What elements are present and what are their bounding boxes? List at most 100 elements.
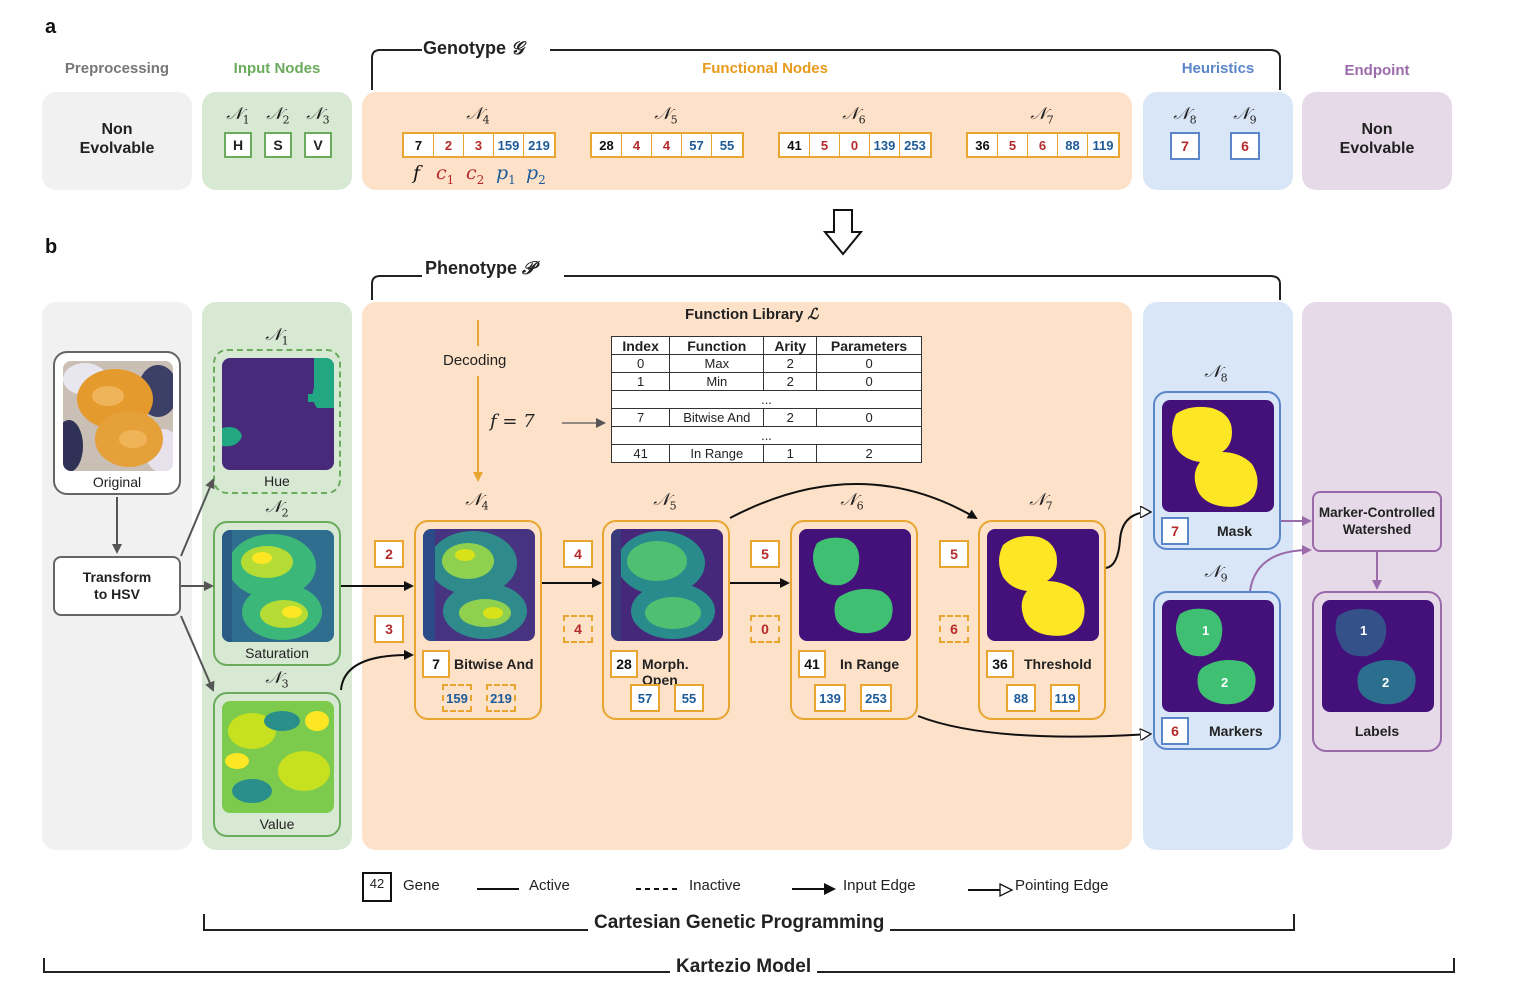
genome-n5: 28 4 4 57 55 [590, 132, 744, 158]
functional-node-label: 𝒩4 [466, 104, 490, 127]
legend-inactive-line [636, 888, 680, 890]
genotype-functional-panel: 𝒩4 7 2 3 159 219 f c1 c2 p1 p2 𝒩5 28 4 4… [362, 92, 1132, 190]
mask-card: 7 Mask [1153, 391, 1281, 550]
original-card: Original [53, 351, 181, 495]
n7-input-2: 6 [939, 615, 969, 643]
gene-legend-c2: c2 [466, 162, 485, 187]
library-cell: 1 [610, 372, 671, 391]
library-row: 41 In Range 1 2 [610, 444, 922, 463]
phenotype-endpoint-panel [1302, 302, 1452, 850]
markers-card: 1 2 6 Markers [1153, 591, 1281, 750]
input-node-label: 𝒩1 [226, 104, 250, 127]
functional-node-label: 𝒩7 [1030, 104, 1054, 127]
heuristic-node-label: 𝒩8 [1173, 104, 1197, 127]
n6-function-gene: 41 [798, 650, 826, 678]
library-header: Parameters [816, 336, 922, 355]
library-cell: Bitwise And [669, 408, 765, 427]
channel-node-label: 𝒩3 [265, 668, 289, 691]
gene-connection: 4 [622, 134, 652, 156]
gene-parameter: 119 [1092, 137, 1114, 153]
mask-label: Mask [1217, 523, 1253, 539]
n7-param-2: 119 [1050, 684, 1080, 712]
library-cell: In Range [669, 444, 765, 463]
n4-image [423, 529, 535, 641]
saturation-image [222, 530, 334, 642]
gene-parameter: 253 [904, 137, 926, 153]
library-cell: 41 [610, 444, 671, 463]
heuristic-output-label: 𝒩8 [1204, 362, 1228, 385]
hue-caption: Hue [264, 473, 290, 489]
gene-legend-p1: p1 [496, 162, 516, 187]
genome-n7: 36 5 6 88 119 [966, 132, 1120, 158]
library-header: Function [669, 336, 765, 355]
kartezio-bracket-label: Kartezio Model [670, 956, 818, 978]
gene-legend-c1: c1 [436, 162, 455, 187]
down-arrow-icon [822, 209, 864, 256]
markers-image [1162, 600, 1274, 712]
endpoint-header: Endpoint [1344, 62, 1410, 79]
heuristic-gene-n9: 6 [1230, 132, 1260, 160]
input-node-label: 𝒩3 [306, 104, 330, 127]
labels-caption: Labels [1354, 723, 1400, 739]
function-library-table: Index Function Arity Parameters 0 Max 2 … [610, 336, 922, 463]
n6-input-1: 5 [750, 540, 780, 568]
library-cell: 1 [763, 444, 818, 463]
n5-param-1: 57 [630, 684, 660, 712]
n7-node-card: 36 Threshold 88 119 [978, 520, 1106, 720]
legend-gene-box: 42 [362, 872, 392, 902]
saturation-card: Saturation [213, 521, 341, 666]
gene-parameter: 219 [528, 137, 550, 153]
gene-function: 28 [592, 134, 622, 156]
non-evolvable-label: Non Evolvable [79, 121, 155, 157]
phenotype-node-label: 𝒩7 [1029, 490, 1053, 513]
genotype-endpoint-panel: Non Evolvable [1302, 92, 1452, 190]
marker-2-label: 2 [1221, 675, 1229, 690]
labels-image [1322, 600, 1434, 712]
n6-image [799, 529, 911, 641]
panel-label-b: b [45, 236, 58, 258]
gene-function: 36 [968, 134, 998, 156]
phenotype-node-label: 𝒩6 [840, 490, 864, 513]
genome-n4: 7 2 3 159 219 [402, 132, 556, 158]
input-node-label: 𝒩2 [266, 104, 290, 127]
n7-image [987, 529, 1099, 641]
n6-node-card: 41 In Range 139 253 [790, 520, 918, 720]
n6-param-2: 253 [860, 684, 892, 712]
gene-parameter: 55 [719, 137, 735, 153]
original-caption: Original [92, 474, 142, 490]
gene-connection: 0 [840, 134, 870, 156]
library-cell: 0 [816, 372, 922, 391]
n5-node-card: 28 Morph. Open 57 55 [602, 520, 730, 720]
gene-connection: 6 [1028, 134, 1058, 156]
gene-function: 41 [780, 134, 810, 156]
input-nodes-header: Input Nodes [233, 60, 321, 77]
heuristic-output-label: 𝒩9 [1204, 562, 1228, 585]
value-card: Value [213, 692, 341, 837]
library-cell: 0 [816, 408, 922, 427]
library-row: 0 Max 2 0 [610, 354, 922, 373]
heuristics-header: Heuristics [1181, 60, 1255, 77]
channel-node-label: 𝒩1 [265, 325, 289, 348]
phenotype-title: Phenotype 𝒫 [425, 258, 536, 279]
transform-hsv-label: Transform to HSV [82, 569, 152, 602]
legend-active-line [477, 888, 519, 890]
n7-input-1: 5 [939, 540, 969, 568]
genotype-title: Genotype 𝒢 [423, 38, 524, 59]
n5-image [611, 529, 723, 641]
library-cell: 2 [763, 408, 818, 427]
genotype-input-panel: 𝒩1 𝒩2 𝒩3 H S V [202, 92, 352, 190]
mask-gene: 7 [1161, 517, 1189, 545]
legend-gene-label: Gene [403, 877, 440, 894]
library-ellipsis-row: ... [611, 426, 922, 445]
gene-function: 7 [404, 134, 434, 156]
library-cell: 2 [816, 444, 922, 463]
input-gene-v: V [304, 132, 332, 158]
value-caption: Value [259, 816, 295, 832]
n6-function-name: In Range [840, 656, 900, 672]
value-image [222, 701, 334, 813]
saturation-caption: Saturation [245, 645, 309, 661]
library-cell: 2 [763, 354, 818, 373]
library-row: 1 Min 2 0 [610, 372, 922, 391]
input-gene-h: H [224, 132, 252, 158]
original-image [63, 361, 173, 471]
